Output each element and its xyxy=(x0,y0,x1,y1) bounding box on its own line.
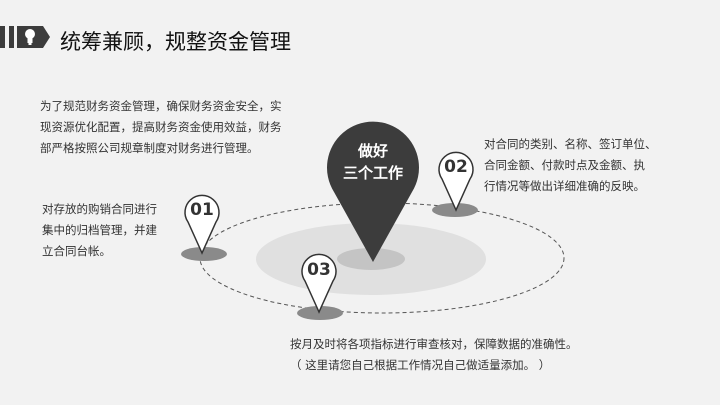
pin-02-shadow xyxy=(432,203,478,217)
center-pin-icon xyxy=(327,121,420,262)
item1-line: 集中的归档管理，并建 xyxy=(42,223,157,237)
pin-01-shadow xyxy=(181,247,227,261)
item3-text: 按月及时将各项指标进行审查核对，保障数据的准确性。 （ 这里请您自己根据工作情况… xyxy=(290,334,578,376)
header-bars xyxy=(0,26,50,48)
pin-02-label: 02 xyxy=(444,157,468,177)
lightbulb-icon xyxy=(25,29,35,45)
pin-03-icon xyxy=(301,253,337,314)
item1-line: 对存放的购销合同进行 xyxy=(42,202,157,216)
page-title: 统筹兼顾，规整资金管理 xyxy=(60,30,291,54)
pin-01-icon xyxy=(184,194,220,255)
item3-line: 按月及时将各项指标进行审查核对，保障数据的准确性。 xyxy=(290,337,578,351)
item2-text: 对合同的类别、名称、签订单位、 合同金额、付款时点及金额、执 行情况等做出详细准… xyxy=(484,134,657,197)
center-pin-line2: 三个工作 xyxy=(342,164,403,182)
pin-02-icon xyxy=(438,151,474,212)
pin-03-shadow xyxy=(297,306,343,320)
item2-line: 行情况等做出详细准确的反映。 xyxy=(484,179,645,193)
pin-01-label: 01 xyxy=(190,200,214,220)
intro-line: 部严格按照公司规章制度对财务进行管理。 xyxy=(40,141,259,155)
item2-line: 对合同的类别、名称、签订单位、 xyxy=(484,137,657,151)
center-pin-line1: 做好 xyxy=(357,142,388,160)
center-pin-label: 做好 三个工作 xyxy=(327,140,419,184)
item2-line: 合同金额、付款时点及金额、执 xyxy=(484,158,645,172)
item3-line: （ 这里请您自己根据工作情况自己做适量添加。 ） xyxy=(290,358,551,372)
intro-line: 现资源优化配置，提高财务资金使用效益，财务 xyxy=(40,120,282,134)
intro-line: 为了规范财务资金管理，确保财务资金安全，实 xyxy=(40,99,282,113)
item1-line: 立合同台帐。 xyxy=(42,244,111,258)
center-pin-shadow xyxy=(337,248,405,270)
item1-text: 对存放的购销合同进行 集中的归档管理，并建 立合同台帐。 xyxy=(42,199,157,262)
intro-text: 为了规范财务资金管理，确保财务资金安全，实 现资源优化配置，提高财务资金使用效益… xyxy=(40,96,282,159)
pin-03-label: 03 xyxy=(307,260,331,280)
